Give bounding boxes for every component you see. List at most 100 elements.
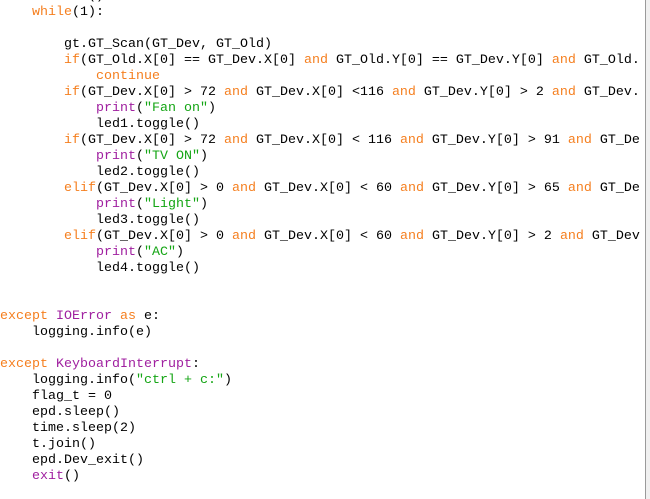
keyword-token: and — [551, 53, 576, 68]
code-line[interactable]: continue — [0, 69, 640, 85]
code-token — [0, 53, 64, 68]
code-token: GT_Dev.Y[0] > 2 — [423, 229, 560, 244]
code-token — [0, 149, 96, 164]
code-token: e: — [136, 309, 160, 324]
code-line[interactable]: ​ — [0, 277, 640, 293]
keyword-token: while — [32, 5, 72, 20]
code-line[interactable]: print("Light") — [0, 197, 640, 213]
code-token: ) — [223, 373, 232, 388]
code-token: flag_t = 0 — [0, 389, 112, 404]
code-token — [0, 469, 32, 484]
code-token: (GT_Dev.X[0] > 72 — [80, 133, 224, 148]
keyword-token: and — [391, 85, 416, 100]
builtin-token: IOError — [56, 309, 112, 324]
keyword-token: and — [399, 181, 424, 196]
code-token — [0, 101, 96, 116]
code-line[interactable]: led3.toggle() — [0, 213, 640, 229]
code-line[interactable]: led2.toggle() — [0, 165, 640, 181]
code-line[interactable]: epd.Dev_exit() — [0, 453, 640, 469]
code-token: t.join() — [0, 437, 96, 452]
code-line[interactable]: exit() — [0, 469, 640, 485]
code-token: ) — [175, 245, 184, 260]
code-line[interactable]: led1.toggle() — [0, 117, 640, 133]
keyword-token: and — [399, 229, 424, 244]
keyword-token: and — [567, 133, 592, 148]
code-token: logging.info( — [0, 373, 136, 388]
code-token: led1.toggle() — [0, 117, 200, 132]
keyword-token: and — [567, 181, 592, 196]
code-token — [0, 197, 96, 212]
keyword-token: and — [399, 133, 424, 148]
code-token — [48, 309, 56, 324]
code-token: : — [191, 357, 200, 372]
keyword-token: and — [551, 85, 576, 100]
code-line[interactable]: if(GT_Dev.X[0] > 72 and GT_Dev.X[0] < 11… — [0, 133, 640, 149]
string-token: "Light" — [143, 197, 200, 212]
keyword-token: elif — [64, 229, 96, 244]
code-line[interactable]: flag_t = 0 — [0, 389, 640, 405]
keyword-token: and — [231, 229, 256, 244]
code-token: GT_Dev.X[0] < 60 — [255, 181, 400, 196]
code-line[interactable]: if(GT_Old.X[0] == GT_Dev.X[0] and GT_Old… — [0, 53, 640, 69]
code-token: GT_Dev — [583, 229, 640, 244]
keyword-token: if — [64, 53, 80, 68]
code-token: (GT_Old.X[0] == GT_Dev.X[0] — [80, 53, 304, 68]
code-line[interactable]: print("AC") — [0, 245, 640, 261]
code-line[interactable]: ​ — [0, 293, 640, 309]
code-token: GT_De — [591, 181, 640, 196]
code-line[interactable]: elif(GT_Dev.X[0] > 0 and GT_Dev.X[0] < 6… — [0, 229, 640, 245]
string-token: "TV ON" — [143, 149, 200, 164]
code-line[interactable]: except IOError as e: — [0, 309, 640, 325]
code-line[interactable]: time.sleep(2) — [0, 421, 640, 437]
code-line[interactable]: epd.sleep() — [0, 405, 640, 421]
code-token — [0, 181, 64, 196]
code-line[interactable]: print("Fan on") — [0, 101, 640, 117]
code-token: ( — [135, 101, 144, 116]
code-token: GT_Dev.X[0] < 60 — [255, 229, 400, 244]
code-line[interactable]: print("TV ON") — [0, 149, 640, 165]
code-token: GT_Old. — [575, 53, 640, 68]
keyword-token: if — [64, 85, 80, 100]
builtin-token: print — [95, 149, 136, 164]
code-token: time.sleep(2) — [0, 421, 136, 436]
code-line[interactable]: logging.info("ctrl + c:") — [0, 373, 640, 389]
keyword-token: except — [0, 309, 48, 324]
builtin-token: print — [95, 245, 136, 260]
code-token: () — [64, 469, 80, 484]
code-line[interactable]: logging.info(e) — [0, 325, 640, 341]
code-line[interactable]: t.join() — [0, 437, 640, 453]
builtin-token: print — [95, 197, 136, 212]
code-line[interactable]: while(1): — [0, 5, 640, 21]
code-token: epd.sleep() — [0, 405, 120, 420]
code-token: ( — [135, 245, 144, 260]
builtin-token: KeyboardInterrupt — [56, 357, 192, 372]
code-token: (GT_Dev.X[0] > 0 — [96, 229, 232, 244]
string-token: "Fan on" — [143, 101, 208, 116]
code-token: ) — [207, 101, 216, 116]
code-token: GT_Dev.X[0] < 116 — [247, 133, 400, 148]
code-line[interactable]: elif(GT_Dev.X[0] > 0 and GT_Dev.X[0] < 6… — [0, 181, 640, 197]
keyword-token: elif — [64, 181, 96, 196]
code-token: (GT_Dev.X[0] > 72 — [80, 85, 224, 100]
code-token: t.start() — [0, 0, 104, 4]
keyword-token: continue — [95, 69, 160, 84]
code-token: GT_Dev. — [575, 85, 640, 100]
code-line[interactable]: t.start() — [0, 0, 640, 5]
keyword-token: as — [120, 309, 136, 324]
code-line[interactable]: ​ — [0, 341, 640, 357]
code-line[interactable]: led4.toggle() — [0, 261, 640, 277]
code-line[interactable]: gt.GT_Scan(GT_Dev, GT_Old) — [0, 37, 640, 53]
code-line[interactable]: except KeyboardInterrupt: — [0, 357, 640, 373]
code-token: GT_Dev.Y[0] > 2 — [415, 85, 552, 100]
code-line[interactable]: ​ — [0, 21, 640, 37]
code-text-area[interactable]: t.start() while(1):​ gt.GT_Scan(GT_Dev, … — [0, 0, 640, 485]
vertical-scrollbar[interactable] — [646, 0, 650, 499]
code-token — [0, 69, 96, 84]
code-line[interactable]: if(GT_Dev.X[0] > 72 and GT_Dev.X[0] <116… — [0, 85, 640, 101]
code-token: (1): — [72, 5, 104, 20]
string-token: "ctrl + c:" — [135, 373, 224, 388]
code-token — [0, 5, 32, 20]
code-token: ( — [135, 197, 144, 212]
code-token: ( — [135, 149, 144, 164]
